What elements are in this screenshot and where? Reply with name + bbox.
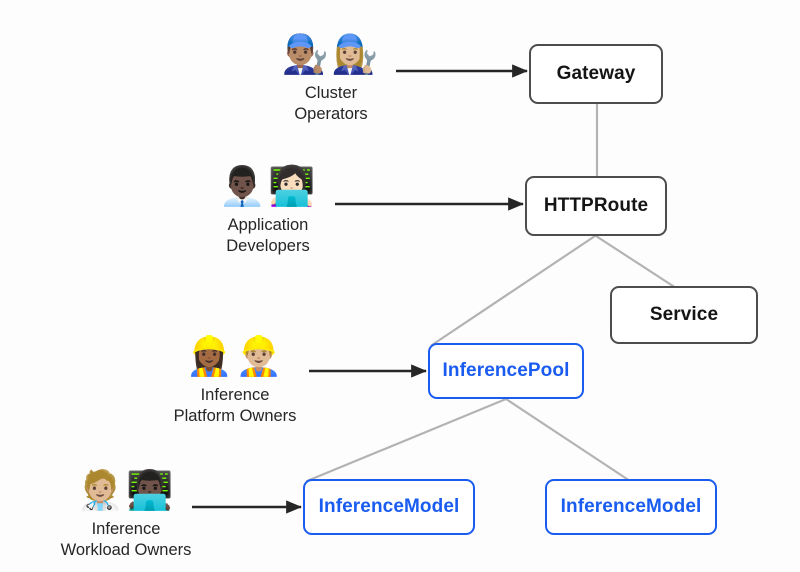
node-label-gateway: Gateway [556, 63, 636, 84]
node-gateway[interactable]: Gateway [529, 44, 663, 104]
persona-label-line2-inference-workload-owners: Workload Owners [60, 541, 192, 560]
node-service[interactable]: Service [610, 286, 758, 344]
node-label-service: Service [649, 304, 719, 325]
node-inferencemodel2[interactable]: InferenceModel [545, 479, 717, 535]
node-label-httproute: HTTPRoute [543, 195, 649, 216]
persona-label-line2-cluster-operators: Operators [294, 105, 368, 124]
woman-construction-worker-icon+man-construction-worker-icon: 👷🏾‍♀️👷🏼‍♂️ [185, 334, 285, 378]
connector-httproute-to-service [594, 234, 678, 290]
node-inferencemodel1[interactable]: InferenceModel [303, 479, 475, 535]
persona-label-line2-application-developers: Developers [226, 237, 310, 256]
node-label-inferencemodel1: InferenceModel [318, 496, 460, 517]
node-inferencepool[interactable]: InferencePool [428, 343, 584, 399]
health-worker-icon+man-technologist-icon: 🧑🏼‍⚕️👨🏿‍💻 [76, 468, 176, 512]
man-mechanic-icon+woman-mechanic-icon: 👨🏽‍🔧👩🏼‍🔧 [281, 32, 381, 76]
persona-label-line1-cluster-operators: Cluster [304, 84, 358, 102]
node-label-inferencemodel2: InferenceModel [560, 496, 702, 517]
connector-pool-to-model2 [504, 397, 632, 483]
node-httproute[interactable]: HTTPRoute [525, 176, 667, 236]
man-office-worker-icon+woman-technologist-icon: 👨🏿‍💼👩🏻‍💻 [218, 164, 318, 208]
persona-arrows [192, 64, 528, 514]
persona-label-line1-inference-platform-owners: Inference [200, 386, 270, 404]
persona-label-line2-inference-platform-owners: Platform Owners [173, 407, 297, 426]
connector-httproute-to-pool [430, 234, 597, 347]
persona-label-line1-application-developers: Application [227, 216, 309, 234]
node-label-inferencepool: InferencePool [442, 360, 570, 381]
persona-label-line1-inference-workload-owners: Inference [91, 520, 161, 538]
